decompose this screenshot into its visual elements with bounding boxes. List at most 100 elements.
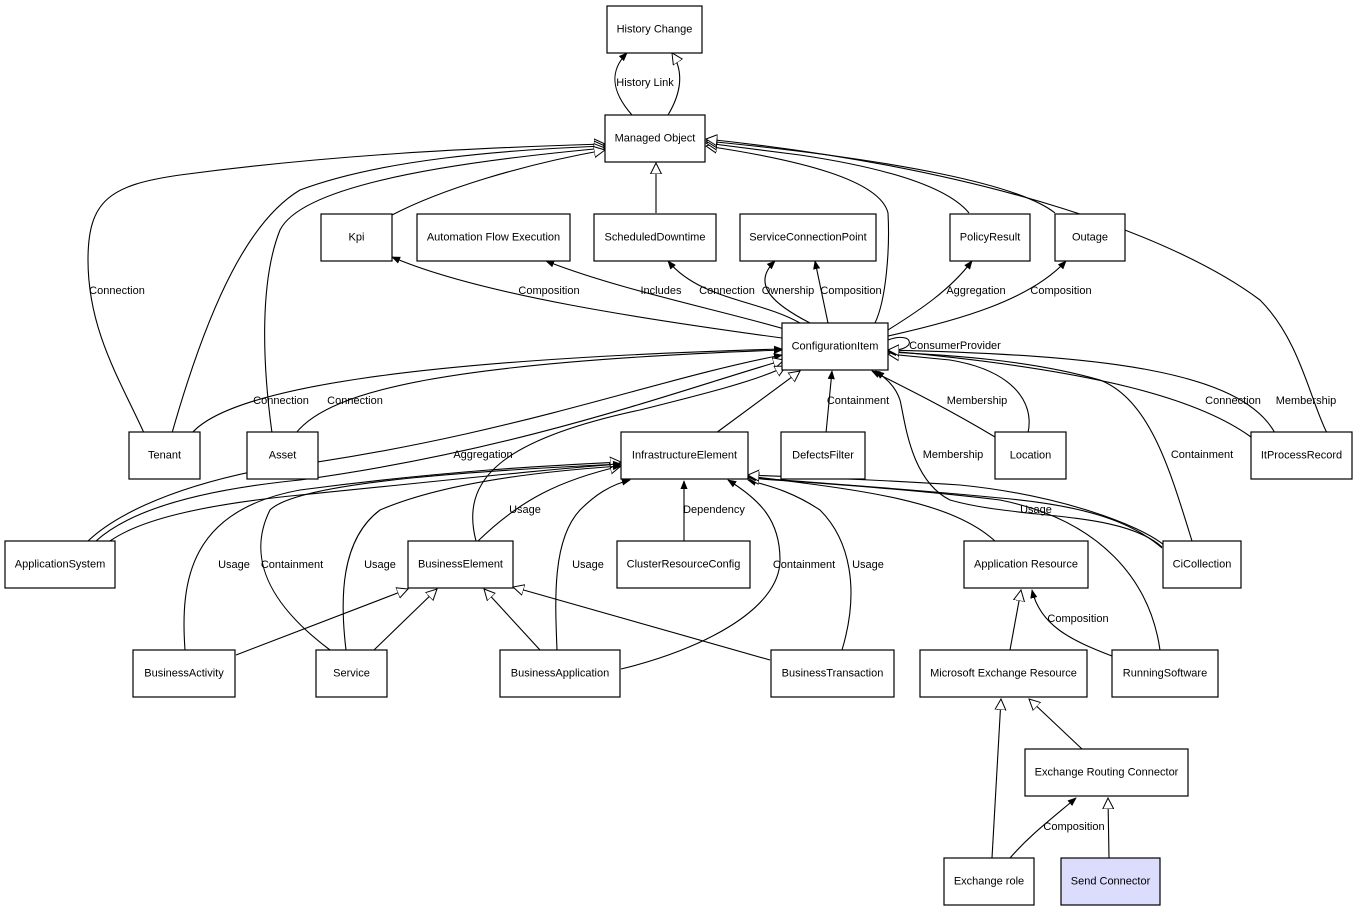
edge-bapp-infra-usage <box>555 478 631 651</box>
edge-tenant2-to-mo <box>171 146 605 434</box>
node-label: Service <box>333 667 370 679</box>
node-microsoft-exchange-resource[interactable]: Microsoft Exchange Resource <box>919 649 1088 698</box>
edge-ci-scp-ownership <box>764 260 811 324</box>
edge-label-containment: Containment <box>1171 449 1233 461</box>
edge-label-connection: Connection <box>327 395 383 407</box>
node-it-process-record[interactable]: ItProcessRecord <box>1250 431 1353 480</box>
edge-ci-outage <box>887 260 1067 337</box>
edge-be-infra <box>477 466 621 542</box>
node-label: Application Resource <box>974 558 1078 570</box>
node-application-resource[interactable]: Application Resource <box>963 540 1089 589</box>
edge-label-membership: Membership <box>1276 395 1337 407</box>
node-automation-flow-execution[interactable]: Automation Flow Execution <box>416 213 571 262</box>
node-defects-filter[interactable]: DefectsFilter <box>780 431 866 480</box>
node-ci-collection[interactable]: CiCollection <box>1162 540 1242 589</box>
node-send-connector[interactable]: Send Connector <box>1060 857 1161 906</box>
edge-location-ci-2 <box>888 354 1030 434</box>
edge-infra-ci <box>715 371 800 434</box>
node-business-element[interactable]: BusinessElement <box>407 540 514 589</box>
node-label: Managed Object <box>615 132 696 144</box>
edge-send-erc <box>1108 798 1109 859</box>
edge-label-composition: Composition <box>1030 285 1091 297</box>
node-scheduled-downtime[interactable]: ScheduledDowntime <box>593 213 717 262</box>
node-service[interactable]: Service <box>315 649 388 698</box>
node-label: Exchange role <box>954 875 1024 887</box>
edge-rs-appres <box>1030 589 1113 657</box>
node-label: ApplicationSystem <box>15 558 106 570</box>
node-exchange-role[interactable]: Exchange role <box>943 857 1035 906</box>
node-managed-object[interactable]: Managed Object <box>604 114 706 163</box>
edge-erc-mer <box>1029 699 1083 750</box>
node-cluster-resource-config[interactable]: ClusterResourceConfig <box>616 540 751 589</box>
edge-asset-ci <box>295 346 783 434</box>
edge-ci-kpi <box>391 256 783 339</box>
node-label: Exchange Routing Connector <box>1035 766 1179 778</box>
edge-label-membership: Membership <box>947 395 1008 407</box>
edge-label-ownership: Ownership <box>762 285 815 297</box>
node-exchange-routing-connector[interactable]: Exchange Routing Connector <box>1024 748 1189 797</box>
node-infrastructure-element[interactable]: InfrastructureElement <box>620 431 749 480</box>
edge-appsys-infra <box>109 460 622 542</box>
edge-cicoll-ci-membership <box>875 370 1163 548</box>
edge-service-be <box>373 589 437 651</box>
node-asset[interactable]: Asset <box>246 431 319 480</box>
node-label: History Change <box>617 23 693 35</box>
edge-label-composition: Composition <box>820 285 881 297</box>
node-outage[interactable]: Outage <box>1054 213 1126 262</box>
edge-ci-scheduled <box>667 260 801 324</box>
node-label: Automation Flow Execution <box>427 231 560 243</box>
node-history-change[interactable]: History Change <box>606 5 703 54</box>
node-label: RunningSoftware <box>1123 667 1207 679</box>
node-business-transaction[interactable]: BusinessTransaction <box>770 649 895 698</box>
edge-service-infra-usage <box>342 462 622 651</box>
edge-outage-to-mo <box>706 141 1056 214</box>
node-policy-result[interactable]: PolicyResult <box>949 213 1031 262</box>
node-label: ItProcessRecord <box>1261 449 1342 461</box>
edge-cicoll-infra-2 <box>748 475 1165 546</box>
node-label: BusinessApplication <box>511 667 609 679</box>
edge-ci-scp-composition <box>813 260 829 324</box>
node-label: Asset <box>269 449 297 461</box>
edge-label-composition: Composition <box>518 285 579 297</box>
edge-bt-be <box>513 587 771 661</box>
edge-label-containment: Containment <box>773 559 835 571</box>
node-label: CiCollection <box>1173 558 1232 570</box>
edge-label-connection: Connection <box>89 285 145 297</box>
edge-itpr-ci-membership <box>888 350 1276 434</box>
edge-label-connection: Connection <box>699 285 755 297</box>
edge-bapp-infra-containment <box>620 479 781 670</box>
edge-label-connection: Connection <box>1205 395 1261 407</box>
node-configuration-item[interactable]: ConfigurationItem <box>781 322 889 371</box>
edge-ci-policy <box>887 260 973 331</box>
edge-label-containment: Containment <box>827 395 889 407</box>
edge-role-erc <box>1009 797 1077 859</box>
edge-ci-to-mo <box>706 146 890 324</box>
edge-itpr-ci-connection <box>887 348 1252 438</box>
edge-label-aggregation: Aggregation <box>946 285 1005 297</box>
edge-label-composition: Composition <box>1043 821 1104 833</box>
edge-label-membership: Membership <box>923 449 984 461</box>
node-label: BusinessElement <box>418 558 503 570</box>
node-running-software[interactable]: RunningSoftware <box>1111 649 1219 698</box>
edge-bt-infra <box>747 478 852 651</box>
node-label: PolicyResult <box>960 231 1021 243</box>
node-business-activity[interactable]: BusinessActivity <box>132 649 236 698</box>
edge-tenant-ci <box>191 345 783 434</box>
edge-label-usage: Usage <box>852 559 884 571</box>
node-label: Tenant <box>148 449 181 461</box>
node-location[interactable]: Location <box>994 431 1067 480</box>
node-label: Outage <box>1072 231 1108 243</box>
edge-label-usage: Usage <box>364 559 396 571</box>
edge-ba-be <box>235 589 408 656</box>
edge-label-aggregation: Aggregation <box>453 449 512 461</box>
node-label: ConfigurationItem <box>792 340 879 352</box>
edge-label-usage: Usage <box>1020 504 1052 516</box>
node-business-application[interactable]: BusinessApplication <box>499 649 621 698</box>
node-label: DefectsFilter <box>792 449 854 461</box>
node-service-connection-point[interactable]: ServiceConnectionPoint <box>739 213 877 262</box>
edge-label-usage: Usage <box>218 559 250 571</box>
node-application-system[interactable]: ApplicationSystem <box>4 540 116 589</box>
node-kpi[interactable]: Kpi <box>320 213 393 262</box>
node-tenant[interactable]: Tenant <box>128 431 201 480</box>
